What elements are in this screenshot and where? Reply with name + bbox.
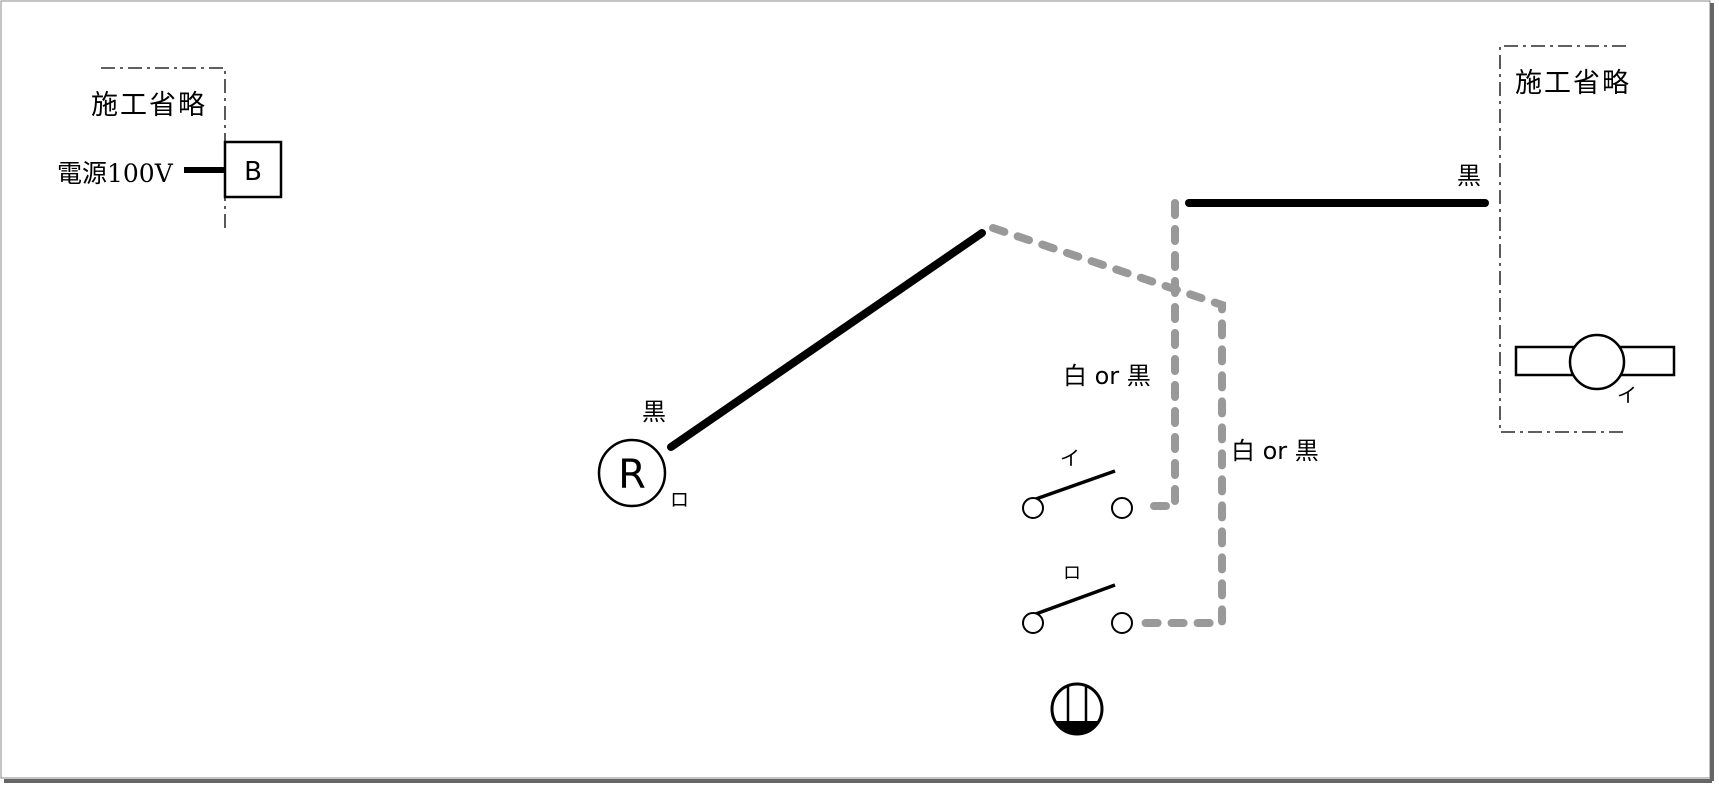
black-label-left: 黒 bbox=[642, 398, 666, 426]
outlet-icon bbox=[1050, 682, 1104, 736]
switch-i: イ bbox=[1022, 446, 1133, 519]
switch-terminal bbox=[1111, 497, 1133, 519]
switch-i-label: イ bbox=[1060, 446, 1080, 470]
gray-wire-switch-i bbox=[1136, 199, 1179, 510]
switch-ro: ロ bbox=[1022, 563, 1133, 634]
switch-ro-label: ロ bbox=[1063, 563, 1081, 584]
left-omitted-area: 施工省略 電源100V B bbox=[57, 67, 283, 230]
receptacle-symbol: R bbox=[618, 452, 646, 498]
white-or-black-label-1: 白 or 黒 bbox=[1063, 362, 1151, 390]
breaker-label: B bbox=[244, 157, 262, 187]
gray-wires bbox=[989, 199, 1226, 627]
receptacle-label: ロ bbox=[670, 489, 689, 511]
receptacle-lamp: R ロ bbox=[597, 438, 689, 511]
switch-terminal bbox=[1022, 612, 1044, 634]
left-omitted-label: 施工省略 bbox=[91, 90, 207, 121]
receptacle-icon bbox=[597, 438, 667, 508]
switch-terminal bbox=[1022, 497, 1044, 519]
right-omitted-area: 施工省略 イ bbox=[1499, 45, 1676, 433]
black-wire-receptacle bbox=[667, 229, 986, 451]
power-label: 電源100V bbox=[57, 159, 174, 188]
breaker-box bbox=[223, 140, 283, 199]
switch-terminal bbox=[1111, 612, 1133, 634]
white-or-black-label-2: 白 or 黒 bbox=[1231, 437, 1319, 465]
lamp-label: イ bbox=[1617, 383, 1637, 407]
lamp-icon bbox=[1568, 333, 1626, 391]
black-label-top: 黒 bbox=[1457, 162, 1481, 190]
right-omitted-label: 施工省略 bbox=[1515, 68, 1631, 99]
gray-wire-switch-ro bbox=[989, 224, 1226, 627]
